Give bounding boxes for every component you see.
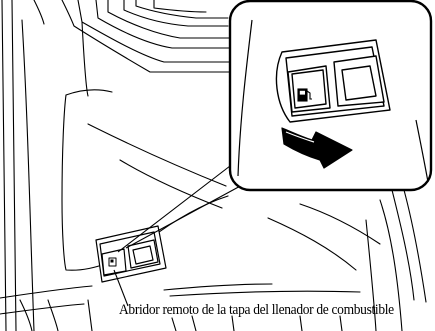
- opener-module-small: [96, 226, 166, 282]
- fuel-door-opener-label: Abridor remoto de la tapa del llenador d…: [119, 301, 409, 319]
- callout-magnified-view: [230, 1, 431, 190]
